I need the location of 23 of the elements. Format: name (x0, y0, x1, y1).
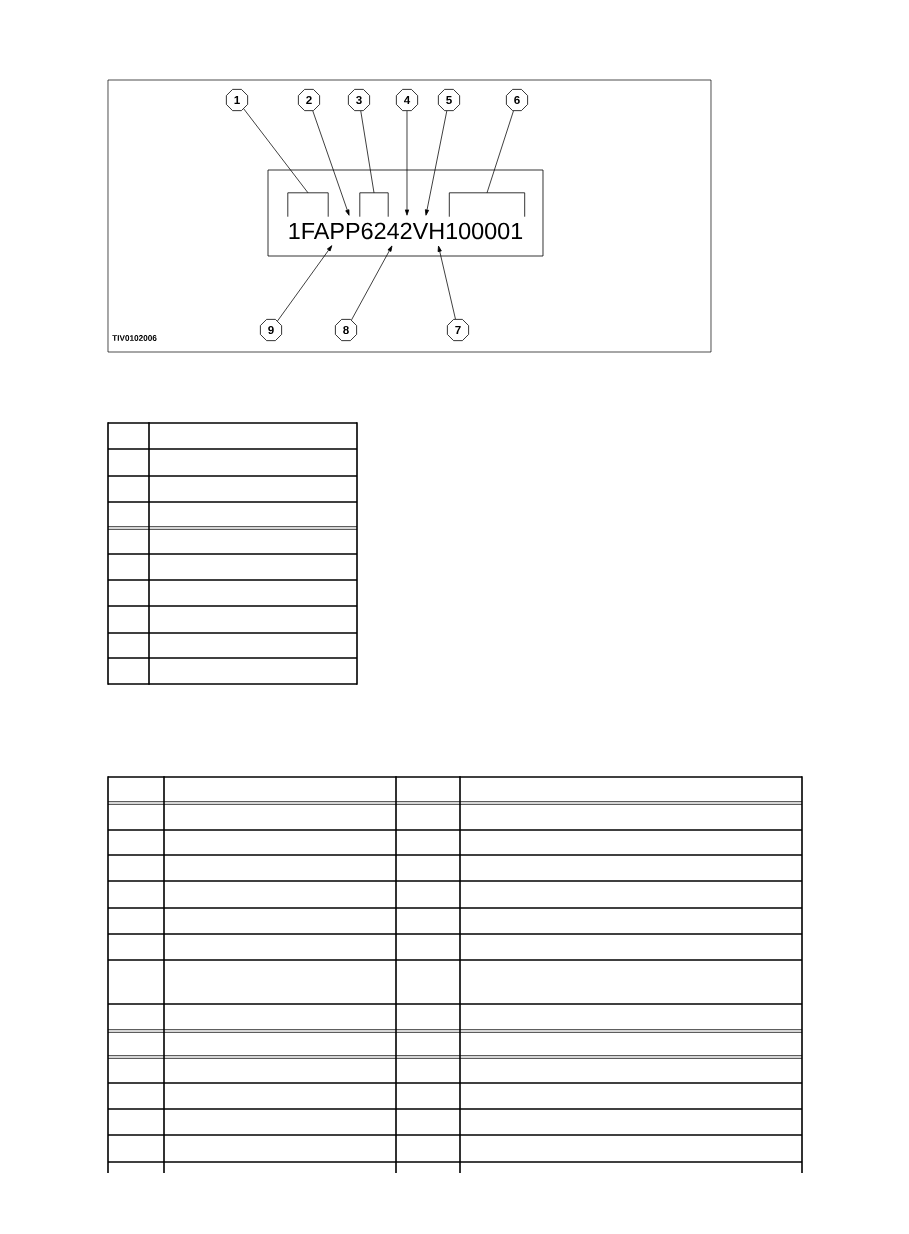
callout-number: 1 (225, 88, 249, 112)
leader-line (404, 110, 410, 216)
leader-line (424, 110, 448, 216)
leader-line (437, 245, 456, 320)
leader-line (277, 245, 333, 322)
leader-line (243, 108, 309, 194)
callout-number: 6 (506, 88, 528, 112)
leader-line (351, 245, 393, 321)
bracket (359, 192, 389, 218)
callout-number: 5 (437, 88, 461, 112)
callout-number: 3 (348, 88, 370, 112)
leader-line (486, 110, 514, 194)
bracket (287, 192, 329, 218)
callout-number: 2 (298, 88, 320, 112)
leader-line (312, 110, 350, 216)
figure-id: TIV0102006 (112, 335, 157, 341)
callout-number: 8 (335, 319, 357, 342)
leader-line (360, 110, 375, 194)
callout-number: 9 (260, 319, 282, 342)
callout-number: 4 (395, 88, 419, 112)
bracket (448, 192, 526, 218)
vin-plate: 1FAPP6242VH100001 (267, 169, 544, 257)
callout-number: 7 (447, 319, 469, 342)
